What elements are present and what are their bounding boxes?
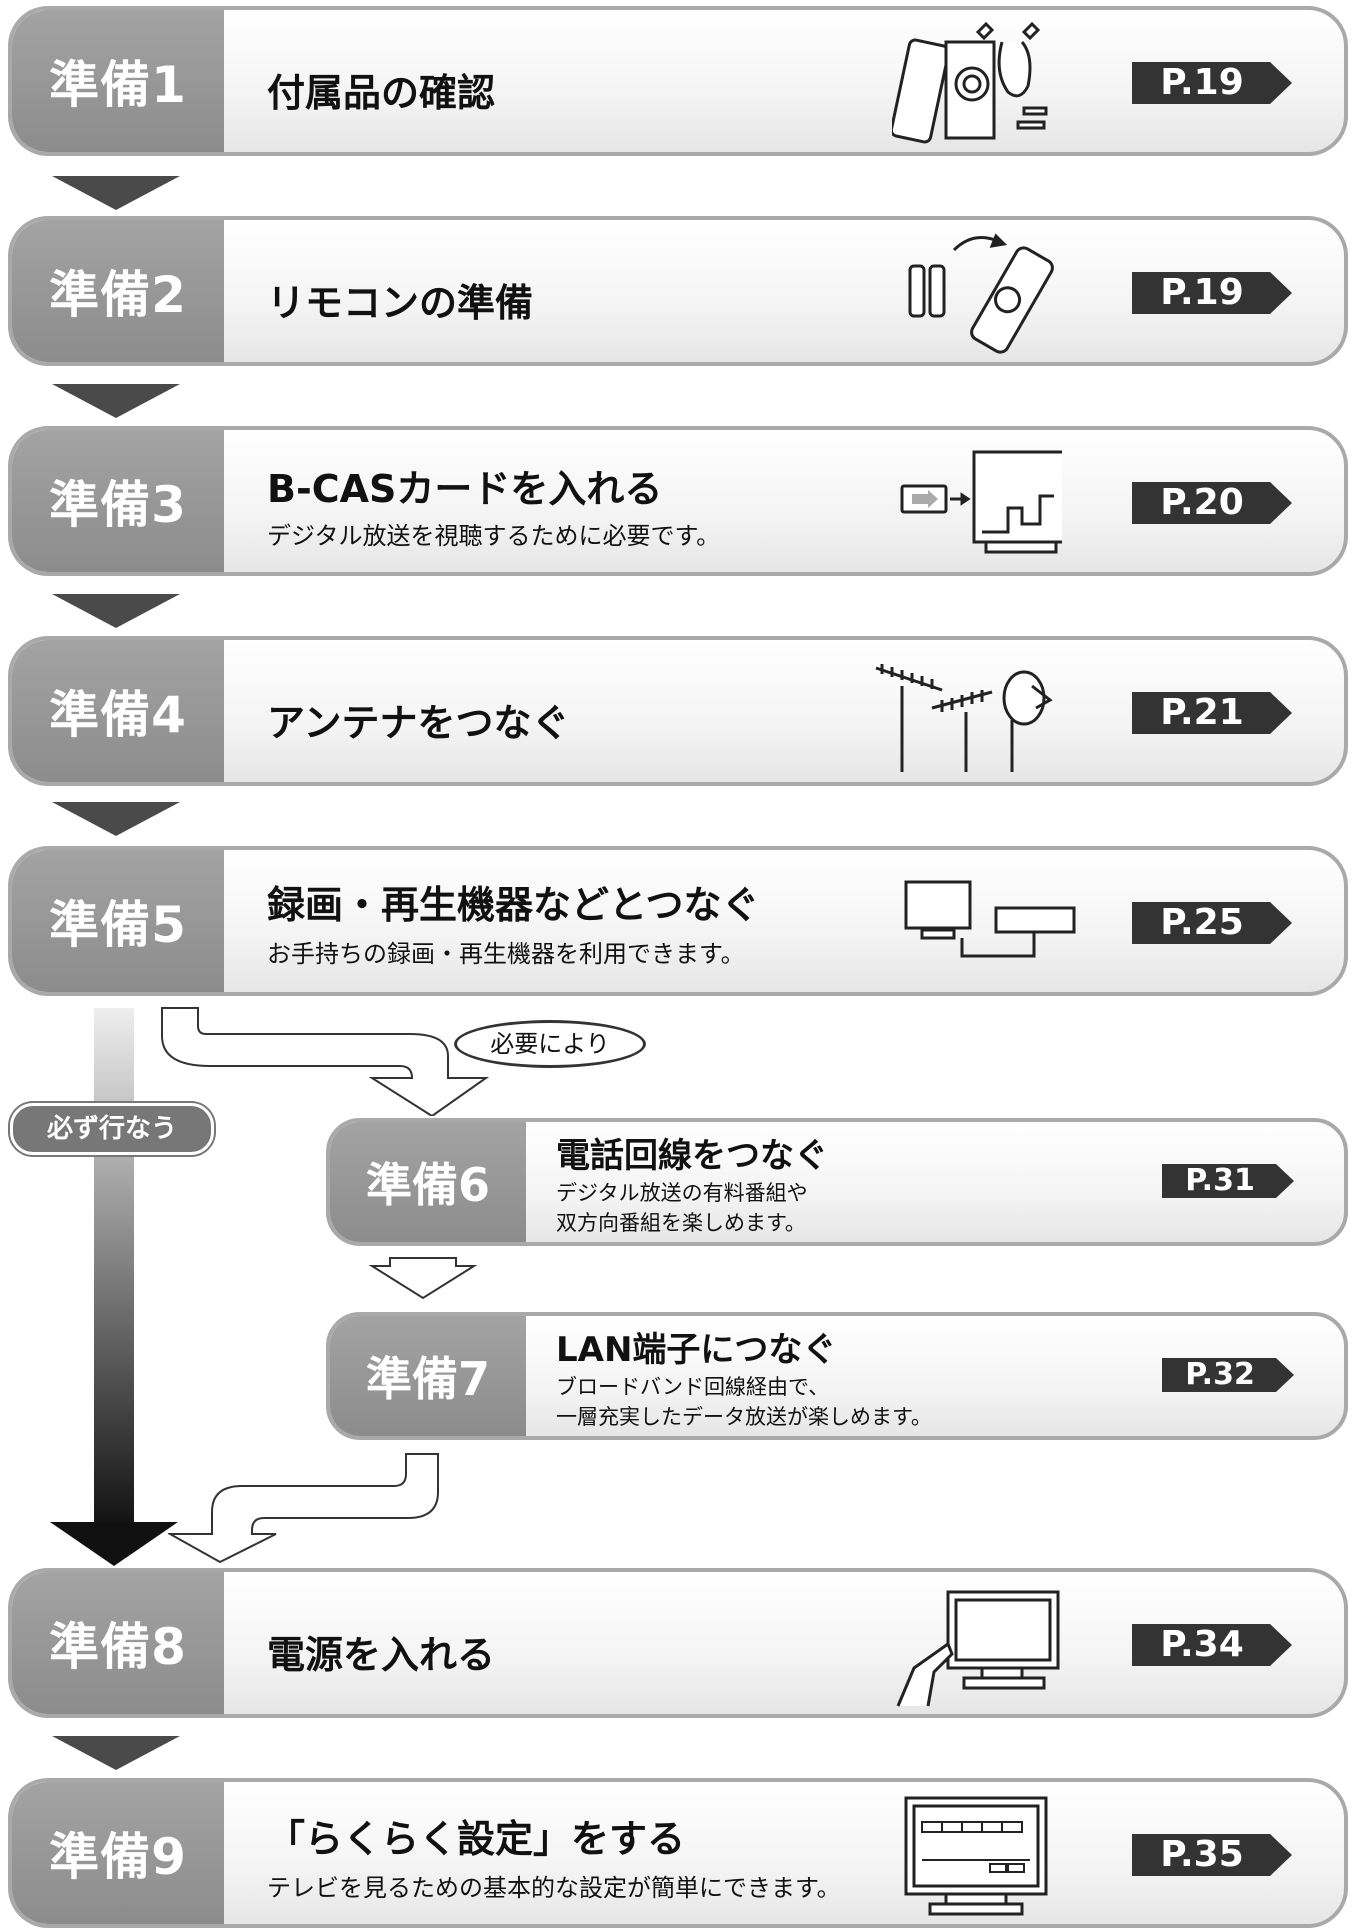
step-3: 準備3 B-CASカードを入れる デジタル放送を視聴するために必要です。 P.2… bbox=[8, 426, 1348, 576]
step-title: B-CASカードを入れる bbox=[267, 467, 663, 511]
page-number: P.25 bbox=[1160, 902, 1244, 943]
remote-battery-icon bbox=[908, 233, 1054, 354]
step-title: 録画・再生機器などとつなぐ bbox=[267, 883, 760, 927]
step-title: LAN端子につなぐ bbox=[556, 1330, 837, 1370]
required-flow-arrow bbox=[50, 1008, 178, 1566]
step-label-box: 準備7 bbox=[330, 1316, 526, 1436]
step-1: 準備1 付属品の確認 P.19 bbox=[8, 6, 1348, 156]
step-title: 電源を入れる bbox=[267, 1633, 496, 1677]
step-label: 準備9 bbox=[49, 1828, 187, 1886]
step-4: 準備4 アンテナをつなぐ P.21 bbox=[8, 636, 1348, 786]
step-subtitle-line: 一層充実したデータ放送が楽しめます。 bbox=[556, 1405, 932, 1429]
antenna-icon bbox=[875, 664, 1053, 772]
step-9: 準備9 「らくらく設定」をする テレビを見るための基本的な設定が簡単にできます。… bbox=[8, 1778, 1348, 1928]
step-subtitle-line: 双方向番組を楽しめます。 bbox=[556, 1211, 806, 1235]
step-title: アンテナをつなぐ bbox=[267, 701, 570, 745]
optional-return-arrow bbox=[168, 1453, 439, 1564]
page-number: P.20 bbox=[1160, 482, 1244, 523]
page-reference: P.35 bbox=[1132, 1834, 1296, 1876]
page-number: P.34 bbox=[1160, 1624, 1244, 1665]
step-label: 準備8 bbox=[49, 1618, 187, 1676]
optional-down-arrow bbox=[368, 1257, 478, 1300]
step-label-box: 準備9 bbox=[12, 1782, 224, 1924]
step-subtitle-line: デジタル放送の有料番組や bbox=[556, 1181, 808, 1205]
optional-flow-arrow bbox=[161, 1007, 490, 1116]
step-subtitle: お手持ちの録画・再生機器を利用できます。 bbox=[267, 940, 745, 968]
accessories-icon bbox=[892, 22, 1048, 144]
step-label: 準備2 bbox=[49, 266, 187, 324]
down-arrow bbox=[52, 594, 180, 628]
down-arrow bbox=[52, 384, 180, 418]
step-title: リモコンの準備 bbox=[267, 281, 534, 325]
power-on-icon bbox=[896, 1590, 1060, 1707]
step-label-box: 準備8 bbox=[12, 1572, 224, 1714]
required-badge: 必ず行なう bbox=[10, 1103, 214, 1155]
step-label: 準備5 bbox=[49, 896, 187, 954]
step-label-box: 準備1 bbox=[12, 10, 224, 152]
step-title: 「らくらく設定」をする bbox=[267, 1817, 686, 1861]
down-arrow bbox=[52, 176, 180, 210]
page-number: P.31 bbox=[1185, 1163, 1255, 1198]
page-reference: P.25 bbox=[1132, 902, 1296, 944]
step-7: 準備7 LAN端子につなぐ ブロードバンド回線経由で、 一層充実したデータ放送が… bbox=[326, 1312, 1348, 1440]
step-5: 準備5 録画・再生機器などとつなぐ お手持ちの録画・再生機器を利用できます。 P… bbox=[8, 846, 1348, 996]
page-number: P.35 bbox=[1160, 1834, 1244, 1875]
down-arrow bbox=[52, 802, 180, 836]
step-subtitle: デジタル放送の有料番組や 双方向番組を楽しめます。 bbox=[556, 1178, 808, 1238]
page-number: P.19 bbox=[1160, 62, 1244, 103]
page-reference: P.19 bbox=[1132, 62, 1296, 104]
page-reference: P.31 bbox=[1162, 1164, 1298, 1198]
optional-note: 必要により bbox=[454, 1020, 646, 1068]
step-label: 準備4 bbox=[49, 686, 187, 744]
bcas-card-icon bbox=[900, 450, 1062, 554]
step-subtitle: デジタル放送を視聴するために必要です。 bbox=[267, 522, 721, 550]
step-label: 準備1 bbox=[49, 56, 187, 114]
page-reference: P.21 bbox=[1132, 692, 1296, 734]
step-subtitle: ブロードバンド回線経由で、 一層充実したデータ放送が楽しめます。 bbox=[556, 1372, 932, 1432]
step-subtitle-line: ブロードバンド回線経由で、 bbox=[556, 1375, 830, 1399]
step-label: 準備7 bbox=[365, 1352, 490, 1406]
step-label: 準備3 bbox=[49, 476, 187, 534]
step-2: 準備2 リモコンの準備 P.19 bbox=[8, 216, 1348, 366]
step-6: 準備6 電話回線をつなぐ デジタル放送の有料番組や 双方向番組を楽しめます。 P… bbox=[326, 1118, 1348, 1246]
page-reference: P.19 bbox=[1132, 272, 1296, 314]
setup-screen-icon bbox=[904, 1796, 1048, 1916]
step-subtitle: テレビを見るための基本的な設定が簡単にできます。 bbox=[267, 1874, 841, 1902]
step-title: 電話回線をつなぐ bbox=[556, 1136, 828, 1176]
step-label-box: 準備4 bbox=[12, 640, 224, 782]
page-number: P.21 bbox=[1160, 692, 1244, 733]
page-number: P.19 bbox=[1160, 272, 1244, 313]
page-number: P.32 bbox=[1185, 1357, 1255, 1392]
step-label-box: 準備5 bbox=[12, 850, 224, 992]
recorder-connection-icon bbox=[904, 880, 1076, 958]
step-label-box: 準備3 bbox=[12, 430, 224, 572]
down-arrow bbox=[52, 1736, 180, 1770]
step-title: 付属品の確認 bbox=[267, 71, 496, 115]
step-label-box: 準備6 bbox=[330, 1122, 526, 1242]
page-reference: P.32 bbox=[1162, 1358, 1298, 1392]
page-reference: P.34 bbox=[1132, 1624, 1296, 1666]
step-label: 準備6 bbox=[365, 1158, 490, 1212]
step-label-box: 準備2 bbox=[12, 220, 224, 362]
page-reference: P.20 bbox=[1132, 482, 1296, 524]
step-8: 準備8 電源を入れる P.34 bbox=[8, 1568, 1348, 1718]
